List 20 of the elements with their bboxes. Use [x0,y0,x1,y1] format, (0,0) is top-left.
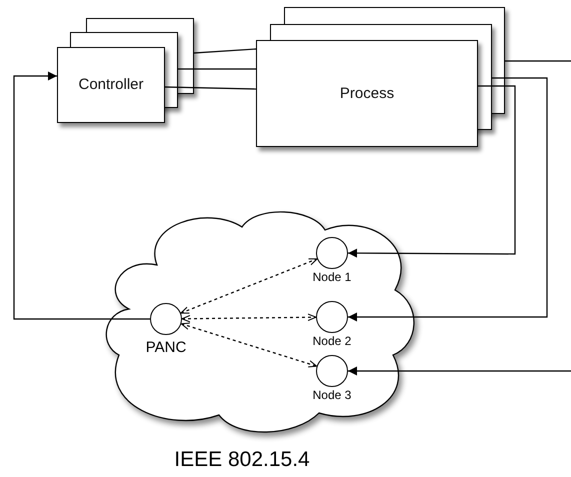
node-label: Node 3 [312,388,352,402]
connector-line [164,86,256,90]
arrow [348,366,571,376]
dotted-arrow [180,322,318,368]
stacked-process-box [256,7,505,147]
node-label: PANC [144,339,188,356]
node-label: Node 1 [312,270,352,284]
box-label: Process [338,84,396,102]
dotted-arrow [180,258,318,314]
stacked-process-box [57,18,194,123]
dotted-arrow [181,314,317,322]
arrow [13,72,150,320]
network-label: IEEE 802.15.4 [173,448,311,472]
connector-line [194,48,256,54]
connector-line [178,68,256,70]
arrow [348,77,548,322]
arrow [348,85,516,258]
connector-line [505,60,571,62]
node-label: Node 2 [312,334,352,348]
box-label: Controller [77,76,145,94]
